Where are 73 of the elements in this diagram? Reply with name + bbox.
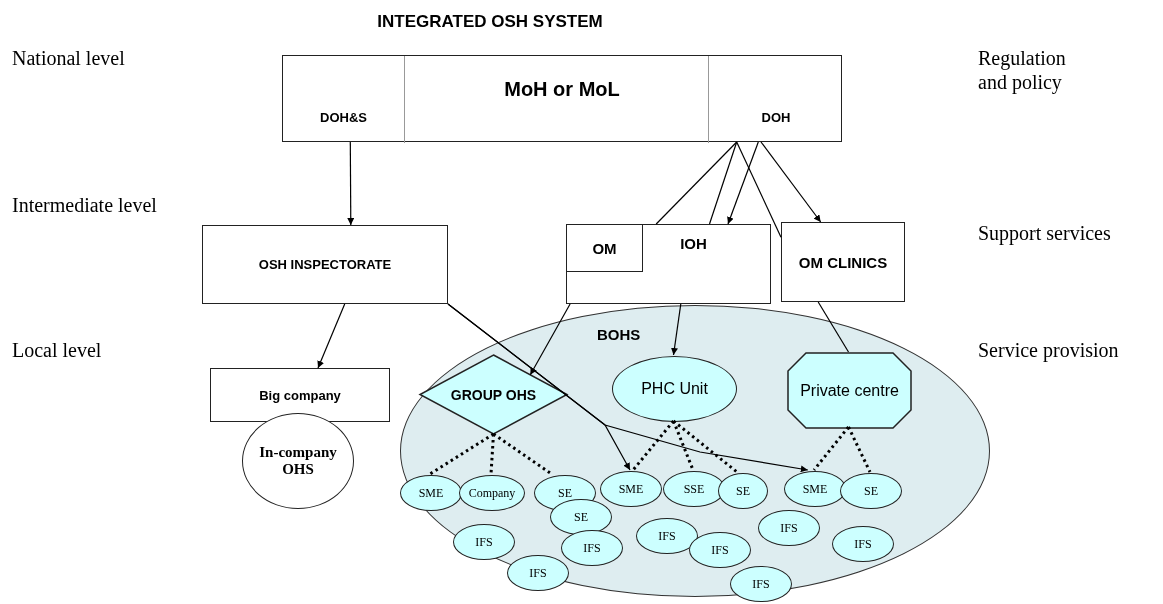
arrow — [447, 303, 809, 473]
unit-ellipse — [718, 473, 768, 509]
node-label: SME — [618, 481, 644, 497]
dotted-connector — [847, 426, 872, 473]
node-label: SE — [736, 483, 750, 499]
node-label: IFS — [780, 520, 798, 536]
node-label: IOH — [680, 235, 707, 252]
node-label: In-company OHS — [258, 444, 338, 478]
ministry-box — [282, 55, 842, 142]
node-label: DOH — [761, 110, 791, 125]
node-label: IFS — [752, 576, 770, 592]
node-label: OSH INSPECTORATE — [258, 257, 392, 272]
arrow — [529, 303, 571, 376]
node-label: Company — [468, 485, 516, 501]
unit-ellipse — [561, 530, 623, 566]
arrow — [760, 141, 822, 223]
unit-ellipse — [758, 510, 820, 546]
node-label: PHC Unit — [641, 380, 708, 398]
unit-ellipse — [459, 475, 525, 511]
company-box — [210, 368, 390, 422]
unit-ellipse — [400, 475, 462, 511]
node-label: Private centre — [800, 381, 899, 400]
node-label: IFS — [658, 528, 676, 544]
node-label: IFS — [529, 565, 547, 581]
unit-ellipse — [550, 499, 612, 535]
level-label: National level — [12, 46, 126, 70]
level-label: Local level — [12, 338, 103, 362]
centre-octagon — [788, 353, 911, 428]
dotted-connector — [489, 433, 495, 475]
level-label: Intermediate level — [12, 193, 158, 217]
unit-ellipse — [840, 473, 902, 509]
dotted-connector — [429, 432, 495, 476]
unit-ellipse — [832, 526, 894, 562]
unit-ellipse — [453, 524, 515, 560]
institute-box — [566, 224, 771, 304]
node-label: OM CLINICS — [798, 253, 888, 271]
dotted-connector — [492, 432, 553, 476]
node-label: SE — [864, 483, 878, 499]
arrow — [317, 303, 346, 369]
unit-ellipse — [730, 566, 792, 602]
node-label: SSE — [683, 481, 705, 497]
arrow — [727, 141, 759, 225]
node-label: IFS — [854, 536, 872, 552]
node-label: IFS — [583, 540, 601, 556]
diagram-title: INTEGRATED OSH SYSTEM — [376, 12, 604, 32]
level-label: Regulation and policy — [978, 46, 1067, 94]
level-label: Service provision — [978, 338, 1120, 362]
arrow — [671, 303, 682, 356]
org-box — [202, 225, 448, 304]
node-label: BOHS — [597, 326, 641, 343]
node-label: MoH or MoL — [504, 78, 620, 101]
node-label: SE — [558, 485, 572, 501]
arrow — [347, 141, 355, 226]
node-label: GROUP OHS — [450, 386, 537, 403]
clinic-box — [781, 222, 905, 302]
dotted-connector — [631, 420, 675, 471]
node-label: Big company — [259, 387, 341, 403]
node-label: SE — [574, 509, 588, 525]
unit-ellipse — [636, 518, 698, 554]
node-label: IFS — [711, 542, 729, 558]
dotted-connector — [672, 420, 695, 471]
level-label: Support services — [978, 221, 1112, 245]
node-label: IFS — [475, 534, 493, 550]
unit-ellipse — [507, 555, 569, 591]
unit-ellipse — [689, 532, 751, 568]
node-label: DOH&S — [320, 110, 367, 125]
node-label: SME — [802, 481, 828, 497]
dotted-connector — [672, 419, 738, 474]
unit-cell — [567, 225, 643, 272]
dotted-connector — [812, 426, 850, 471]
node-label: SME — [418, 485, 444, 501]
node-label: OM — [592, 239, 617, 257]
unit-ellipse — [600, 471, 662, 507]
